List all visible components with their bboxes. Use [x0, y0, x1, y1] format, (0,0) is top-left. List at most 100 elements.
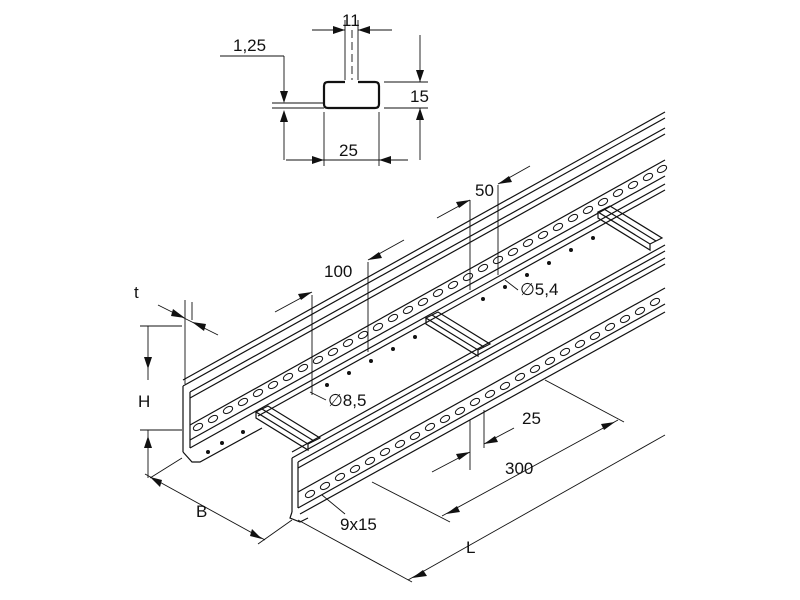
large-hole-diameter-label: ∅8,5	[328, 391, 366, 410]
rung-3-top	[596, 205, 664, 245]
slot-hole	[499, 381, 511, 391]
slot-hole	[507, 247, 519, 257]
profile-width-label: 25	[339, 141, 358, 160]
arrow-icon	[379, 156, 391, 164]
slot-hole	[642, 172, 654, 182]
large-hole-pitch-label: 100	[324, 262, 352, 281]
small-hole	[591, 236, 595, 240]
l-ext-left	[297, 519, 413, 583]
slot-hole	[304, 489, 316, 499]
slot-hole	[372, 322, 384, 332]
width-b-label: B	[196, 502, 207, 521]
slot-hole	[349, 464, 361, 474]
slot-hole	[462, 272, 474, 282]
small-hole	[503, 285, 507, 289]
arrow-icon	[412, 570, 427, 578]
arrow-icon	[312, 156, 324, 164]
rung-1-side	[255, 412, 309, 452]
arrow-icon	[416, 70, 424, 82]
small-hole	[569, 248, 573, 252]
small-hole	[220, 441, 224, 445]
rung-2-groove	[431, 314, 485, 348]
slot-hole	[544, 356, 556, 366]
slot-hole	[364, 456, 376, 466]
rung-pitch-label: 300	[505, 459, 533, 478]
slot-hole	[537, 230, 549, 240]
back-rail-bottom-2	[257, 183, 666, 411]
slot-hole	[267, 380, 279, 390]
slot-hole	[432, 288, 444, 298]
slot-hole	[319, 481, 331, 491]
slot-hole	[409, 431, 421, 441]
slot-hole	[529, 364, 541, 374]
length-l-label: L	[466, 538, 475, 557]
arrow-icon	[333, 26, 345, 34]
arrow-icon	[416, 108, 424, 120]
thickness-t-label: t	[134, 283, 139, 302]
arrow-icon	[192, 322, 206, 331]
b-ext-left	[149, 457, 183, 479]
arrow-icon	[601, 422, 615, 430]
rung-pitch-dim-line	[441, 419, 619, 517]
slot-hole	[477, 263, 489, 273]
ladder-dimensions: t H B L 300 25	[134, 165, 666, 583]
slot-pitch-label: 25	[522, 409, 541, 428]
arrow-icon	[150, 477, 162, 487]
small-hole	[481, 297, 485, 301]
slot-hole	[597, 197, 609, 207]
slot-hole	[192, 422, 204, 432]
slot-hole	[604, 322, 616, 332]
slot-hole	[454, 406, 466, 416]
rung-pitch-ext-right	[544, 379, 625, 423]
rung-3-side	[597, 212, 651, 252]
rung-3-groove	[603, 208, 657, 242]
c-profile-shape	[322, 80, 381, 110]
front-rail-hole-line	[297, 287, 666, 493]
b-ext-right	[257, 519, 293, 545]
rungs	[254, 205, 664, 452]
small-hole-leader	[504, 279, 519, 291]
back-rail-top-edge-2	[182, 117, 666, 387]
slot-hole	[522, 238, 534, 248]
slot-hole	[656, 164, 668, 174]
arrow-icon	[298, 292, 312, 300]
small-hole-diameter-label: ∅5,4	[520, 280, 558, 299]
slot-hole	[207, 414, 219, 424]
small-hole	[206, 450, 210, 454]
back-rail-hole-line-2	[189, 175, 666, 441]
front-side-rail	[289, 244, 666, 523]
front-rail-lip	[297, 257, 666, 463]
slot-hole	[417, 297, 429, 307]
arrow-icon	[456, 452, 470, 460]
slot-hole	[237, 397, 249, 407]
slot-hole	[514, 372, 526, 382]
slot-size-label: 9x15	[340, 515, 377, 534]
front-rail-bottom	[297, 303, 666, 509]
back-rail-lip	[189, 127, 666, 393]
rung-pitch-ext-left	[371, 481, 451, 523]
rung-1	[254, 405, 322, 452]
slot-hole	[612, 188, 624, 198]
slot-hole	[282, 372, 294, 382]
arrow-icon	[144, 436, 152, 448]
back-rail-lip-2	[189, 133, 666, 399]
small-hole	[325, 383, 329, 387]
slot-hole	[447, 280, 459, 290]
rung-2-top	[424, 311, 492, 351]
small-hole	[525, 273, 529, 277]
height-h-label: H	[138, 392, 150, 411]
rung-1-top	[254, 405, 322, 445]
rung-3	[596, 205, 664, 252]
rung-2	[424, 311, 492, 358]
front-rail-bottom-flange	[289, 511, 309, 523]
slot-hole	[387, 313, 399, 323]
slot-hole	[439, 414, 451, 424]
arrow-icon	[280, 91, 288, 103]
arrow-icon	[280, 110, 288, 122]
slot-size-leader	[321, 494, 346, 515]
arrow-icon	[368, 252, 382, 260]
back-rail-bottom-3	[257, 189, 666, 417]
slot-hole	[484, 389, 496, 399]
front-rail-top-edge	[291, 244, 666, 453]
